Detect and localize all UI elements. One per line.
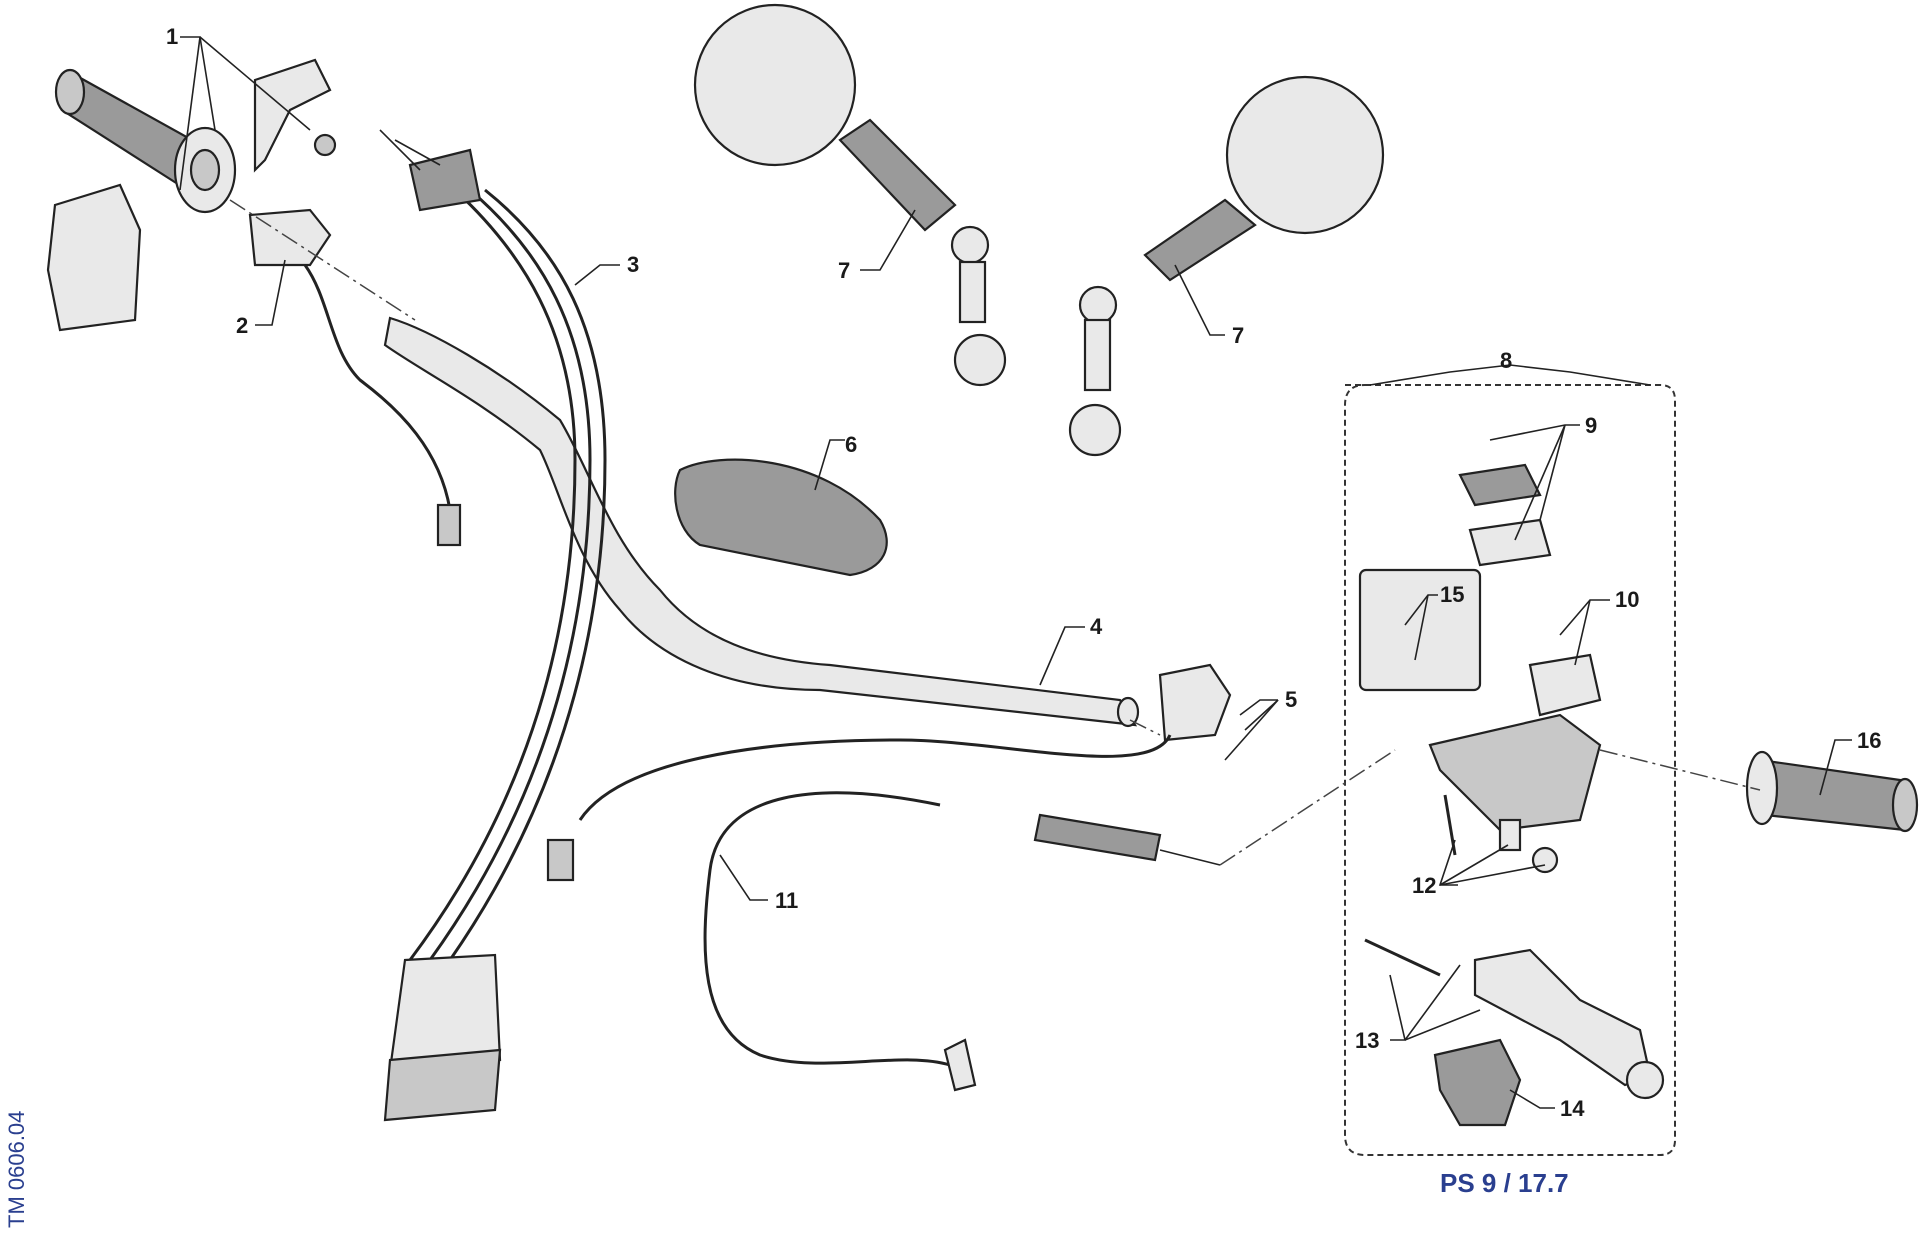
callout-7-left: 7 — [838, 258, 850, 283]
clutch-cable — [703, 791, 1221, 1092]
clamp — [546, 663, 1232, 882]
throttle-grip — [46, 58, 337, 332]
callout-15: 15 — [1440, 582, 1464, 607]
callout-14: 14 — [1560, 1096, 1585, 1121]
handlebar — [383, 316, 1140, 728]
callout-10: 10 — [1615, 587, 1639, 612]
mirror-left — [693, 3, 1007, 387]
callout-9: 9 — [1585, 413, 1597, 438]
callout-16: 16 — [1857, 728, 1881, 753]
master-cylinder-group — [1344, 364, 1676, 1156]
callout-labels: 1 2 3 4 5 6 7 7 8 9 10 11 12 13 14 15 16… — [4, 24, 1881, 1228]
callout-1: 1 — [166, 24, 178, 49]
handlebar-pad — [674, 458, 888, 577]
callout-5: 5 — [1285, 687, 1297, 712]
group-caption: PS 9 / 17.7 — [1440, 1168, 1569, 1198]
callout-13: 13 — [1355, 1028, 1379, 1053]
callout-6: 6 — [845, 432, 857, 457]
right-grip — [1745, 750, 1919, 833]
callout-11: 11 — [775, 888, 798, 913]
leader-lines — [179, 36, 1852, 1109]
callout-4: 4 — [1090, 614, 1103, 639]
handlebar-switch — [248, 208, 462, 547]
callout-8: 8 — [1500, 348, 1512, 373]
callout-2: 2 — [236, 313, 248, 338]
throttle-cables — [379, 129, 607, 1122]
drawing-code: TM 0606.04 — [4, 1111, 29, 1228]
callout-7-right: 7 — [1232, 323, 1244, 348]
mirror-right — [1068, 75, 1385, 457]
callout-3: 3 — [627, 252, 639, 277]
callout-12: 12 — [1412, 873, 1436, 898]
